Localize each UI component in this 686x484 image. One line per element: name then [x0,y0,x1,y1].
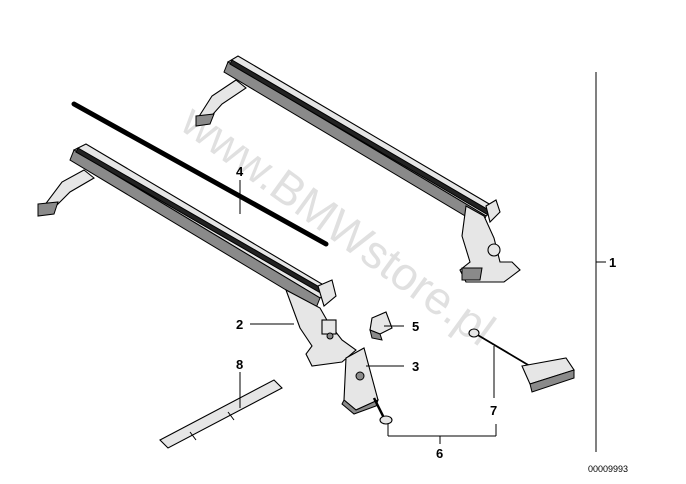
callout-6: 6 [436,446,443,461]
bolt-part [372,397,393,425]
callout-5: 5 [412,319,419,334]
rear-crossbar [195,55,521,283]
callout-4: 4 [236,164,244,179]
clip-part [369,311,393,341]
document-number: 00009993 [588,464,628,474]
mounting-bracket [341,347,379,415]
leader-lines [239,72,606,452]
key-handle-part [468,328,575,393]
callout-2: 2 [236,317,243,332]
front-crossbar [37,143,357,367]
callout-7: 7 [490,403,497,418]
rubber-strip [71,101,329,247]
callout-3: 3 [412,359,419,374]
strap-part [159,379,283,449]
callout-1: 1 [609,255,616,270]
callout-8: 8 [236,357,243,372]
